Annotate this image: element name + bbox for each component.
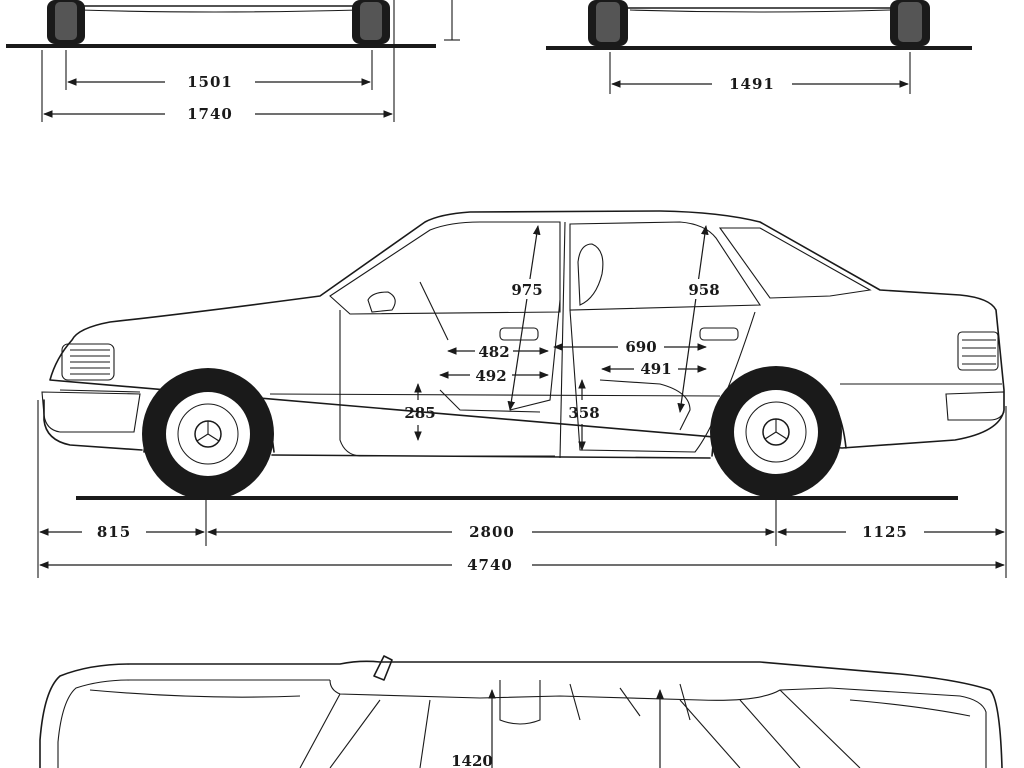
front-view: 1501 1740 bbox=[6, 0, 460, 123]
front-seat-depth-label: 482 bbox=[478, 343, 509, 361]
front-overhang-label: 815 bbox=[97, 523, 131, 541]
rear-door-handle bbox=[699, 327, 739, 341]
front-track-label: 1501 bbox=[187, 73, 233, 91]
front-headroom-label: 975 bbox=[511, 281, 542, 299]
interior-width-label: 1420 bbox=[451, 752, 493, 768]
front-right-wheel bbox=[352, 0, 390, 44]
rear-taillight bbox=[957, 331, 999, 371]
rear-right-wheel bbox=[890, 0, 930, 46]
antenna bbox=[373, 655, 393, 681]
front-width-label: 1740 bbox=[187, 105, 233, 123]
front-grille bbox=[61, 343, 115, 381]
front-wheel bbox=[142, 368, 274, 500]
front-left-wheel bbox=[47, 0, 85, 44]
rear-track-label: 1491 bbox=[729, 75, 775, 93]
rear-seat-height-label: 358 bbox=[568, 404, 599, 422]
front-seat-height-label: 285 bbox=[404, 404, 435, 422]
side-view: 975 958 482 492 285 690 491 358 bbox=[37, 210, 1007, 578]
steering-column bbox=[419, 281, 449, 341]
rear-legroom-label: 690 bbox=[625, 338, 656, 356]
rear-left-wheel bbox=[588, 0, 628, 46]
rear-wheel bbox=[710, 366, 842, 498]
rear-overhang-label: 1125 bbox=[862, 523, 908, 541]
wheelbase-label: 2800 bbox=[469, 523, 515, 541]
front-door-handle bbox=[499, 327, 539, 341]
rear-view: 1491 bbox=[546, 0, 972, 94]
top-view: 1420 bbox=[39, 655, 1003, 768]
rear-headroom-label: 958 bbox=[688, 281, 719, 299]
interior-dimensions: 975 958 482 492 285 690 491 358 bbox=[404, 225, 725, 451]
overall-length-label: 4740 bbox=[467, 556, 513, 574]
side-mirror bbox=[367, 291, 396, 313]
front-legroom-label: 492 bbox=[475, 367, 506, 385]
rear-seat-depth-label: 491 bbox=[640, 360, 671, 378]
